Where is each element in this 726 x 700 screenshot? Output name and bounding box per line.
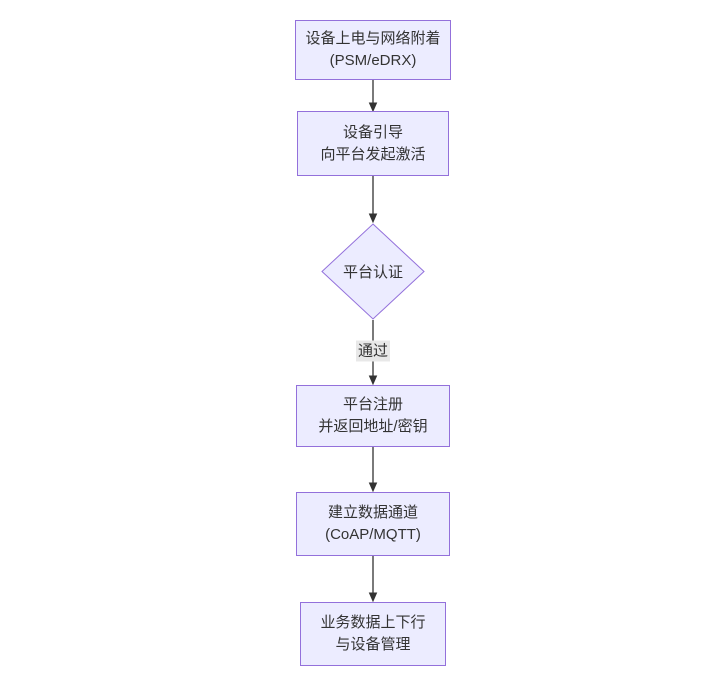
arrowhead-icon <box>368 482 378 493</box>
edge-label-pass: 通过 <box>355 340 391 362</box>
node-label-line: 向平台发起激活 <box>320 145 426 163</box>
node-label-line: 设备上电与网络附着 <box>305 30 441 47</box>
node-label-line: (PSM/eDRX) <box>329 52 417 69</box>
flow-decision-platform-auth: 平台认证 <box>321 223 425 320</box>
arrowhead-icon <box>368 375 378 386</box>
node-label-line: 与设备管理 <box>335 636 411 653</box>
arrowhead-icon <box>368 102 378 113</box>
node-label-line: (CoAP/MQTT) <box>325 526 421 543</box>
flow-node-business-data: 业务数据上下行 与设备管理 <box>300 602 446 666</box>
arrowhead-icon <box>368 213 378 224</box>
flow-node-platform-register: 平台注册 并返回地址/密钥 <box>296 385 450 447</box>
flow-node-device-bootstrap: 设备引导 向平台发起激活 <box>297 111 449 176</box>
node-label-line: 平台注册 <box>342 396 403 413</box>
arrowhead-icon <box>368 592 378 603</box>
flow-node-power-on-attach: 设备上电与网络附着 (PSM/eDRX) <box>295 20 451 80</box>
node-label-line: 建立数据通道 <box>327 504 418 521</box>
diamond-shape <box>321 223 425 320</box>
node-label-line: 设备引导 <box>342 123 403 141</box>
node-label-line: 平台认证 <box>342 264 403 281</box>
flow-node-data-channel: 建立数据通道 (CoAP/MQTT) <box>296 492 450 556</box>
node-label-line: 业务数据上下行 <box>320 614 426 631</box>
node-label-line: 并返回地址/密钥 <box>318 418 428 435</box>
